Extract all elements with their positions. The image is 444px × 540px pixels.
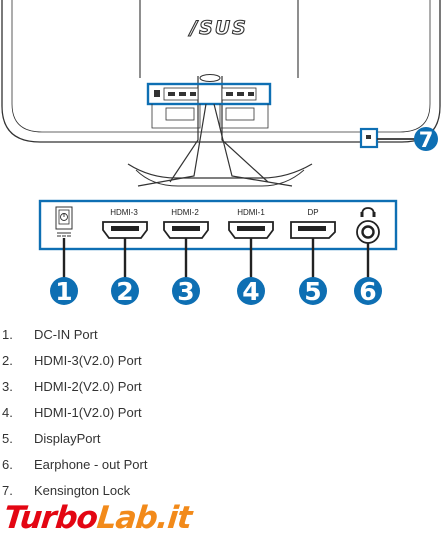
callout-4-number: 4 xyxy=(242,277,259,306)
port-hdmi-2 xyxy=(163,221,209,239)
legend-item-text: HDMI-3(V2.0) Port xyxy=(34,353,142,368)
legend-item: 3. HDMI-2(V2.0) Port xyxy=(0,374,444,400)
legend-item: 1. DC-IN Port xyxy=(0,322,444,348)
callout-2: 2 xyxy=(111,277,139,306)
monitor-rear-diagram: /SUS 7 HDMI- xyxy=(1,0,441,306)
legend-item: 2. HDMI-3(V2.0) Port xyxy=(0,348,444,374)
callout-1: 1 xyxy=(50,277,78,306)
legend-item-text: Kensington Lock xyxy=(34,483,131,498)
logo-part-turbo: Turbo xyxy=(2,500,99,536)
port-displayport xyxy=(290,221,336,239)
legend-item: 7. Kensington Lock xyxy=(0,478,444,504)
kensington-callout-circle xyxy=(414,127,438,151)
monitor-brand-text: /SUS xyxy=(188,17,248,39)
legend-item-number: 6. xyxy=(2,457,13,472)
callout-4: 4 xyxy=(237,277,265,306)
monitor-center-housing xyxy=(139,0,299,78)
port-label-hdmi-2: HDMI-2 xyxy=(171,208,199,217)
legend-item-text: DisplayPort xyxy=(34,431,101,446)
port-bay-details xyxy=(154,90,254,97)
callout-5: 5 xyxy=(299,277,327,306)
stand-base xyxy=(127,163,313,179)
port-callout-lines xyxy=(137,103,293,187)
legend-item-number: 7. xyxy=(2,483,13,498)
legend-item-text: HDMI-1(V2.0) Port xyxy=(34,405,142,420)
port-label-hdmi-1: HDMI-1 xyxy=(237,208,265,217)
turbolab-logo: TurboLab.it xyxy=(2,500,193,536)
legend-item-number: 4. xyxy=(2,405,13,420)
callout-3-number: 3 xyxy=(177,277,194,306)
legend-item: 6. Earphone - out Port xyxy=(0,452,444,478)
legend-item-number: 1. xyxy=(2,327,13,342)
port-legend-list: 1. DC-IN Port 2. HDMI-3(V2.0) Port 3. HD… xyxy=(0,322,444,504)
connector-panel xyxy=(38,199,398,251)
port-label-dp: DP xyxy=(307,208,318,217)
callout-6: 6 xyxy=(354,277,382,306)
callout-2-number: 2 xyxy=(116,277,133,306)
cable-cover-outline xyxy=(151,104,269,129)
legend-item-number: 5. xyxy=(2,431,13,446)
port-hdmi-1 xyxy=(228,221,274,239)
legend-item-text: DC-IN Port xyxy=(34,327,98,342)
logo-part-lab: Lab.it xyxy=(95,500,193,536)
callout-3: 3 xyxy=(172,277,200,306)
callout-1-number: 1 xyxy=(55,277,72,306)
legend-item-number: 2. xyxy=(2,353,13,368)
port-earphone xyxy=(356,207,380,244)
stand-neck-top xyxy=(199,74,221,82)
callout-5-number: 5 xyxy=(304,277,321,306)
callout-6-number: 6 xyxy=(359,277,376,306)
callout-leader-lines xyxy=(62,238,370,278)
legend-item-text: Earphone - out Port xyxy=(34,457,148,472)
port-dc-in xyxy=(55,206,73,237)
kensington-callout-number: 7 xyxy=(419,128,434,152)
legend-item: 5. DisplayPort xyxy=(0,426,444,452)
legend-item-number: 3. xyxy=(2,379,13,394)
port-hdmi-3 xyxy=(102,221,148,239)
port-label-hdmi-3: HDMI-3 xyxy=(110,208,138,217)
legend-item-text: HDMI-2(V2.0) Port xyxy=(34,379,142,394)
port-bay-highlight xyxy=(146,82,272,106)
kensington-slot xyxy=(366,135,371,139)
stand-base-lower xyxy=(135,169,305,187)
monitor-back-panel xyxy=(1,0,441,143)
legend-item: 4. HDMI-1(V2.0) Port xyxy=(0,400,444,426)
